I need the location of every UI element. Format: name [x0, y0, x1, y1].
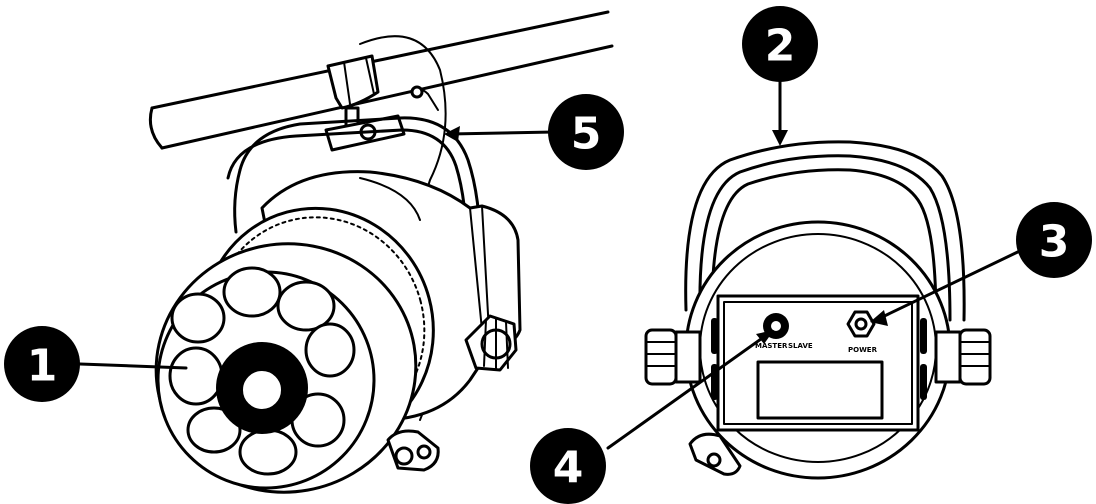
svg-text:4: 4 — [553, 443, 584, 494]
bottom-connectors — [386, 429, 440, 472]
truss-pipe — [148, 10, 614, 150]
leader-line-5 — [448, 130, 556, 136]
svg-text:1: 1 — [27, 341, 58, 392]
leader-line-3 — [874, 246, 1028, 322]
callout-4: 4 — [530, 428, 606, 504]
svg-text:3: 3 — [1039, 217, 1070, 268]
arrow-head-3 — [870, 310, 888, 326]
callout-5: 5 — [548, 94, 624, 170]
leader-line-1 — [78, 362, 188, 370]
svg-text:2: 2 — [765, 21, 796, 72]
knob-label-right: SLAVE — [788, 342, 813, 350]
display-window — [756, 360, 884, 420]
leader-line-4 — [606, 332, 770, 450]
center-lens — [216, 342, 308, 434]
rear-yoke — [684, 140, 966, 322]
callout-2: 2 — [742, 6, 818, 82]
left-fixture-view — [78, 10, 614, 494]
right-fixture-view: MASTER SLAVE POWER — [606, 78, 1028, 480]
side-knob — [464, 314, 518, 372]
callout-1: 1 — [4, 326, 80, 402]
socket-label: POWER — [848, 346, 878, 354]
mounting-clamp — [324, 54, 406, 152]
led-lenses — [168, 266, 356, 476]
arrow-head-5 — [444, 126, 460, 142]
bottom-tab — [688, 432, 742, 476]
rear-side-knob-left — [644, 328, 702, 386]
knob-label-left: MASTER — [755, 342, 788, 350]
arrow-head-2 — [772, 130, 788, 146]
callout-3: 3 — [1016, 202, 1092, 278]
svg-text:5: 5 — [571, 109, 602, 160]
arrow-head-4 — [756, 330, 774, 344]
rear-housing — [684, 220, 952, 480]
rear-side-knob-right — [934, 328, 992, 386]
power-socket: POWER — [846, 310, 878, 354]
